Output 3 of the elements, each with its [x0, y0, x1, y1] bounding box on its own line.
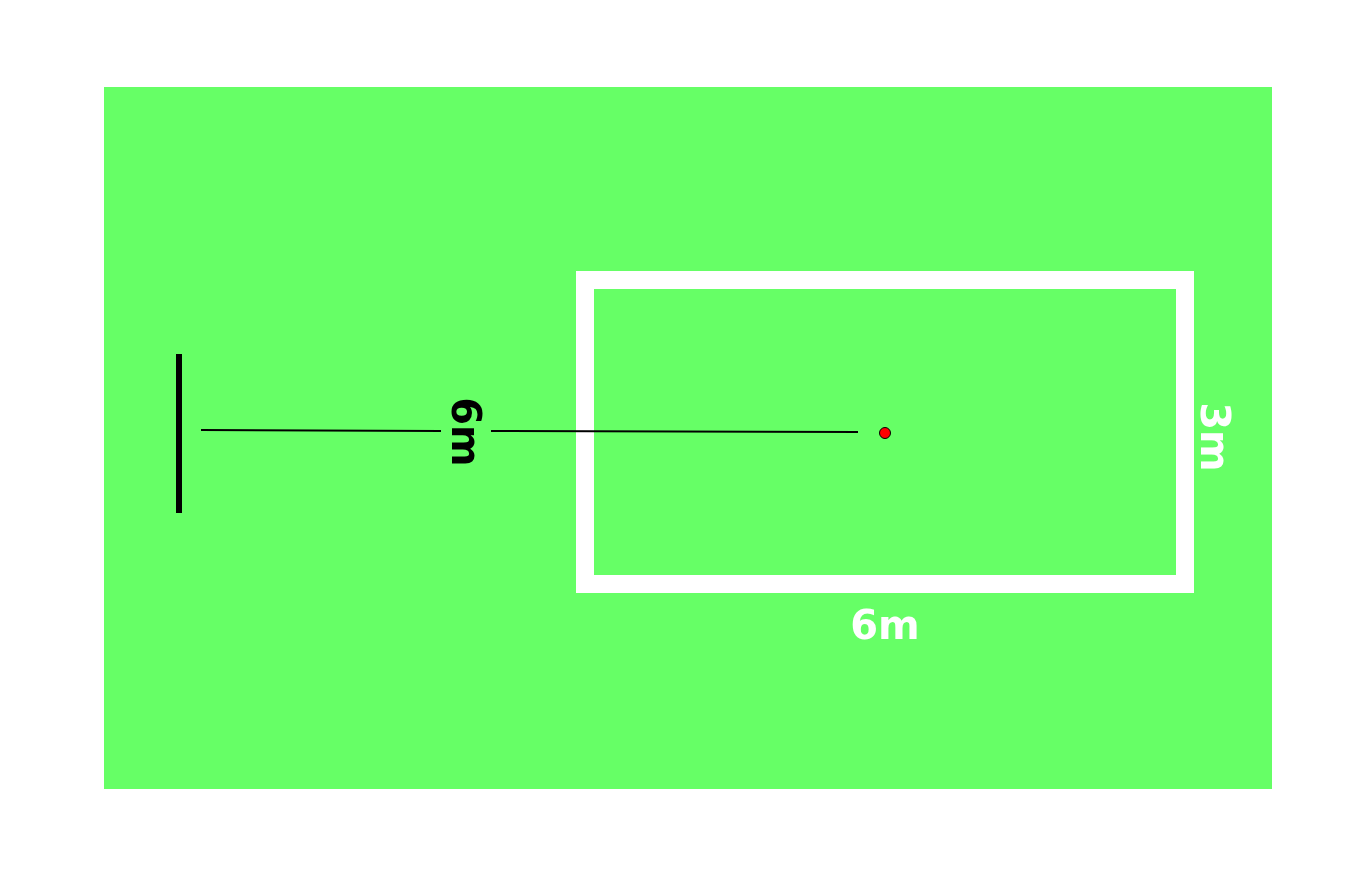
dimension-label: 6m — [446, 397, 486, 467]
dimension-label: 6m — [850, 605, 920, 645]
dimension-label: 3m — [1195, 402, 1235, 472]
